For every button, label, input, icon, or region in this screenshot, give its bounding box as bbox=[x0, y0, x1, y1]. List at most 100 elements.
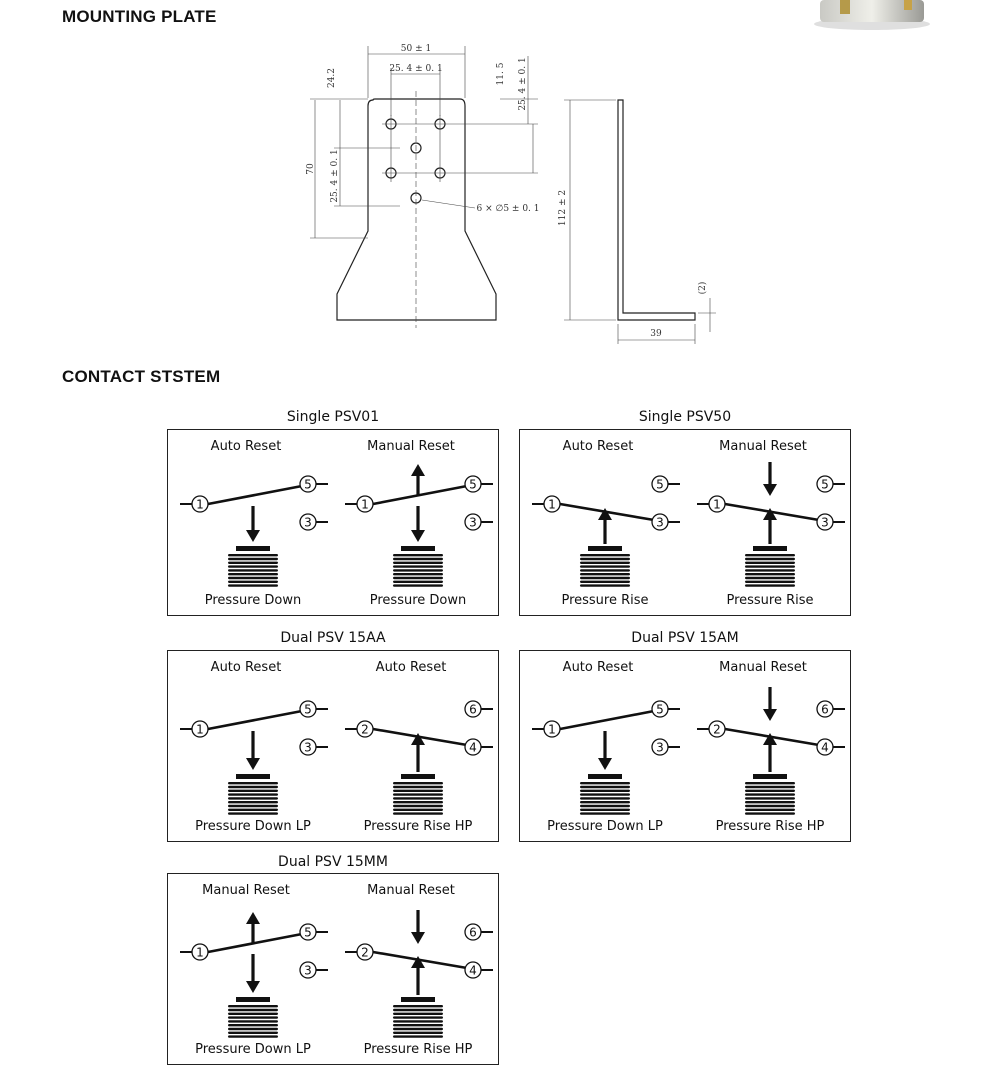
terminal: 3 bbox=[651, 738, 680, 756]
terminal: 3 bbox=[299, 961, 328, 979]
bellows-icon bbox=[228, 997, 278, 1038]
pressure-caption: Pressure Down LP bbox=[195, 819, 311, 834]
pressure-caption: Pressure Rise HP bbox=[715, 819, 825, 834]
pressure-caption: Pressure Rise bbox=[726, 593, 814, 608]
panel-title: Dual PSV 15AM bbox=[631, 630, 739, 646]
svg-text:25. 4 ± 0. 1: 25. 4 ± 0. 1 bbox=[518, 57, 528, 110]
svg-text:1: 1 bbox=[196, 723, 204, 737]
svg-text:1: 1 bbox=[361, 498, 369, 512]
svg-text:6: 6 bbox=[469, 926, 477, 940]
force-arrow bbox=[763, 733, 777, 772]
terminal: 5 bbox=[464, 475, 493, 493]
panel-title: Dual PSV 15AA bbox=[280, 630, 386, 646]
svg-text:3: 3 bbox=[304, 516, 312, 530]
svg-text:25. 4 ± 0. 1: 25. 4 ± 0. 1 bbox=[389, 64, 442, 74]
terminal: 5 bbox=[299, 923, 328, 941]
svg-text:5: 5 bbox=[304, 926, 312, 940]
svg-text:5: 5 bbox=[656, 703, 664, 717]
reset-type-label: Auto Reset bbox=[210, 660, 282, 675]
pressure-caption: Pressure Down LP bbox=[195, 1042, 311, 1057]
contact-lever bbox=[207, 709, 303, 731]
terminal: 1 bbox=[532, 720, 561, 738]
pressure-caption: Pressure Rise HP bbox=[363, 1042, 473, 1057]
svg-text:5: 5 bbox=[304, 478, 312, 492]
svg-text:1: 1 bbox=[548, 723, 556, 737]
terminal: 1 bbox=[180, 943, 209, 961]
reset-type-label: Manual Reset bbox=[202, 883, 290, 898]
force-arrow bbox=[411, 910, 425, 944]
svg-text:5: 5 bbox=[469, 478, 477, 492]
reset-type-label: Manual Reset bbox=[367, 439, 455, 454]
terminal: 1 bbox=[345, 495, 374, 513]
terminal: 5 bbox=[299, 475, 328, 493]
force-arrow bbox=[411, 733, 425, 772]
bellows-icon bbox=[745, 774, 795, 815]
bellows-icon bbox=[580, 546, 630, 587]
mounting-plate-drawing: 50 ± 1 25. 4 ± 0. 1 24.2 70 25. 4 ± 0. 1… bbox=[306, 44, 716, 344]
svg-text:6 × ∅5 ± 0. 1: 6 × ∅5 ± 0. 1 bbox=[477, 204, 540, 214]
reset-type-label: Manual Reset bbox=[367, 883, 455, 898]
terminal: 3 bbox=[464, 513, 493, 531]
svg-text:70: 70 bbox=[306, 163, 316, 175]
force-arrow bbox=[246, 954, 260, 993]
terminal: 4 bbox=[464, 961, 493, 979]
bellows-icon bbox=[228, 774, 278, 815]
svg-text:3: 3 bbox=[656, 516, 664, 530]
svg-text:3: 3 bbox=[656, 741, 664, 755]
svg-text:50 ± 1: 50 ± 1 bbox=[401, 44, 431, 54]
panel-title: Dual PSV 15MM bbox=[278, 854, 388, 870]
pressure-caption: Pressure Rise HP bbox=[363, 819, 473, 834]
force-arrow bbox=[411, 464, 425, 496]
svg-text:4: 4 bbox=[469, 741, 477, 755]
force-arrow bbox=[598, 508, 612, 544]
terminal: 4 bbox=[464, 738, 493, 756]
force-arrow bbox=[411, 956, 425, 995]
svg-text:1: 1 bbox=[196, 946, 204, 960]
reset-type-label: Auto Reset bbox=[562, 660, 634, 675]
svg-text:5: 5 bbox=[656, 478, 664, 492]
svg-text:6: 6 bbox=[821, 703, 829, 717]
svg-text:2: 2 bbox=[361, 723, 369, 737]
bellows-icon bbox=[580, 774, 630, 815]
plate-outline bbox=[336, 98, 497, 321]
reset-type-label: Auto Reset bbox=[210, 439, 282, 454]
force-arrow bbox=[598, 731, 612, 770]
terminal: 3 bbox=[299, 738, 328, 756]
terminal: 3 bbox=[816, 513, 845, 531]
svg-text:1: 1 bbox=[548, 498, 556, 512]
contact-lever bbox=[207, 484, 303, 506]
reset-type-label: Auto Reset bbox=[562, 439, 634, 454]
svg-text:1: 1 bbox=[713, 498, 721, 512]
side-profile bbox=[617, 99, 696, 321]
svg-text:(2): (2) bbox=[697, 282, 708, 295]
force-arrow bbox=[246, 506, 260, 542]
contact-system-title: CONTACT STSTEM bbox=[62, 367, 221, 386]
pressure-caption: Pressure Down bbox=[369, 593, 467, 608]
terminal: 6 bbox=[464, 923, 493, 941]
terminal: 3 bbox=[651, 513, 680, 531]
terminal: 6 bbox=[816, 700, 845, 718]
terminal: 5 bbox=[299, 700, 328, 718]
mounting-plate-title: MOUNTING PLATE bbox=[62, 7, 217, 26]
terminal: 3 bbox=[299, 513, 328, 531]
svg-text:4: 4 bbox=[821, 741, 829, 755]
terminal: 5 bbox=[816, 475, 845, 493]
terminal: 5 bbox=[651, 475, 680, 493]
bellows-icon bbox=[393, 774, 443, 815]
terminal: 2 bbox=[345, 720, 374, 738]
svg-text:25. 4 ± 0. 1: 25. 4 ± 0. 1 bbox=[330, 149, 340, 202]
terminal: 6 bbox=[464, 700, 493, 718]
contact-lever bbox=[207, 932, 303, 954]
force-arrow bbox=[763, 687, 777, 721]
svg-text:39: 39 bbox=[650, 329, 662, 339]
bellows-icon bbox=[393, 997, 443, 1038]
contact-lever bbox=[559, 709, 655, 731]
pressure-caption: Pressure Down bbox=[204, 593, 302, 608]
bellows-icon bbox=[228, 546, 278, 587]
svg-text:3: 3 bbox=[304, 964, 312, 978]
force-arrow bbox=[411, 506, 425, 542]
svg-text:1: 1 bbox=[196, 498, 204, 512]
